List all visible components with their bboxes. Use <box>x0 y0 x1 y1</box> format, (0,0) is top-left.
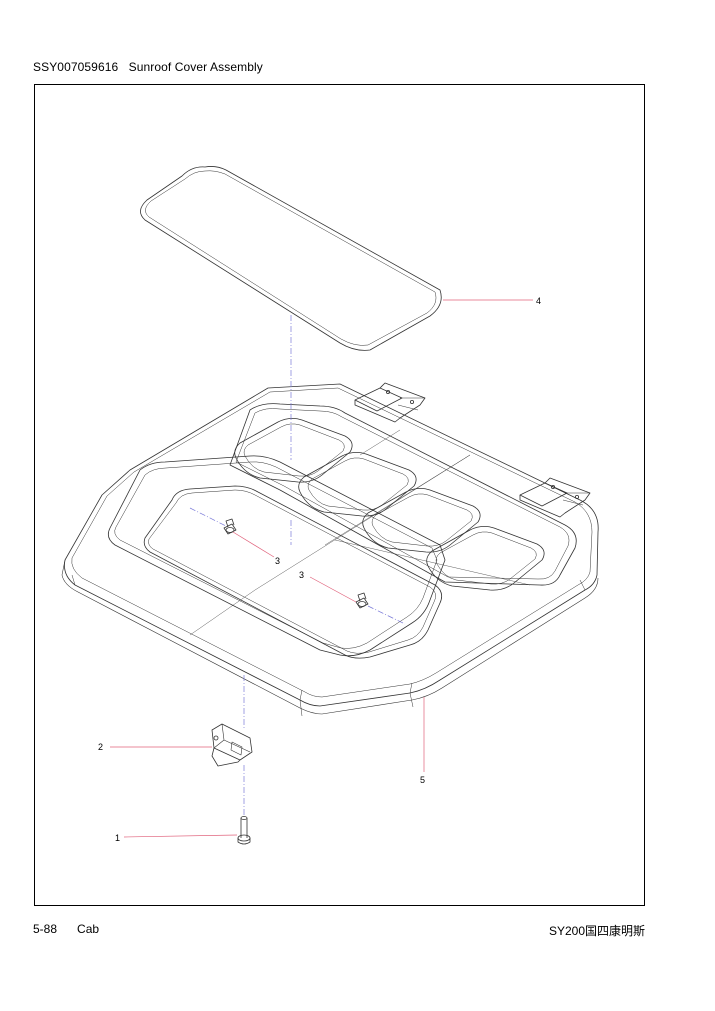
window-recess-1 <box>234 418 353 483</box>
hinge-left <box>354 382 426 423</box>
callout-4: 4 <box>536 296 541 306</box>
stud-lower <box>355 592 369 609</box>
drawing-frame <box>34 84 645 906</box>
callout-5: 5 <box>420 775 425 785</box>
bolt <box>237 816 251 845</box>
latch-bracket <box>211 723 253 767</box>
window-recess-3 <box>362 488 481 553</box>
page-footer-left: 5-88 Cab <box>33 922 99 936</box>
window-recess-2 <box>298 452 417 517</box>
assembly-title: Sunroof Cover Assembly <box>128 60 263 74</box>
sunroof-panel <box>140 166 442 351</box>
center-lines <box>189 315 406 815</box>
model-name: SY200国四康明斯 <box>548 924 645 938</box>
stud-upper <box>223 518 237 535</box>
roof-cover-frame <box>61 383 599 717</box>
hinge-right <box>519 477 591 518</box>
section-name: Cab <box>77 922 100 936</box>
page-header: SSY007059616 Sunroof Cover Assembly <box>33 60 263 74</box>
callout-3a: 3 <box>275 556 280 566</box>
callout-1: 1 <box>115 833 120 843</box>
callout-3b: 3 <box>299 570 304 580</box>
part-number: SSY007059616 <box>33 60 119 74</box>
leader-lines <box>110 299 533 838</box>
window-recess-4 <box>426 526 545 591</box>
page-number: 5-88 <box>33 922 58 936</box>
callout-2: 2 <box>98 742 103 752</box>
